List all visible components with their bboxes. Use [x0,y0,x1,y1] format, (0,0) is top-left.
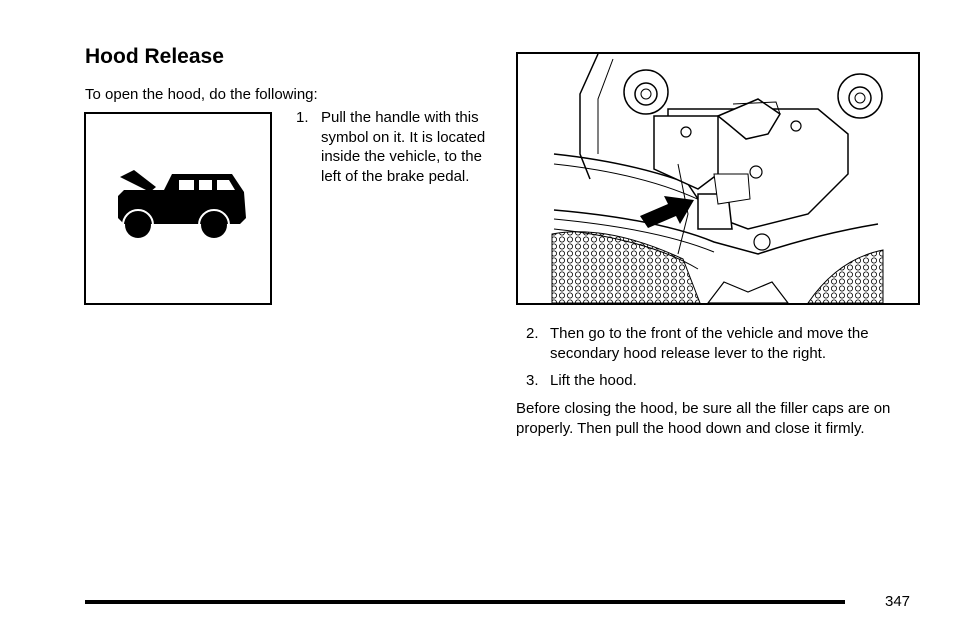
step-number: 1. [296,109,309,126]
step-text: Lift the hood. [550,372,637,389]
step-text: Then go to the front of the vehicle and … [550,325,869,362]
steps-list: 2. Then go to the front of the vehicle a… [516,324,926,398]
step-3: 3. Lift the hood. [516,371,926,391]
hood-release-symbol-panel [84,112,272,305]
hood-open-vehicle-icon [118,170,246,241]
section-title: Hood Release [85,45,224,68]
step-text: Pull the handle with this symbol on it. … [321,109,486,185]
intro-text: To open the hood, do the following: [85,86,318,103]
step-number: 2. [526,325,539,342]
page-number: 347 [885,593,911,610]
step-number: 3. [526,372,539,389]
step-2: 2. Then go to the front of the vehicle a… [516,324,926,364]
footer-rule [85,600,845,604]
closing-paragraph: Before closing the hood, be sure all the… [516,400,891,437]
hood-release-lever-illustration [516,52,920,305]
